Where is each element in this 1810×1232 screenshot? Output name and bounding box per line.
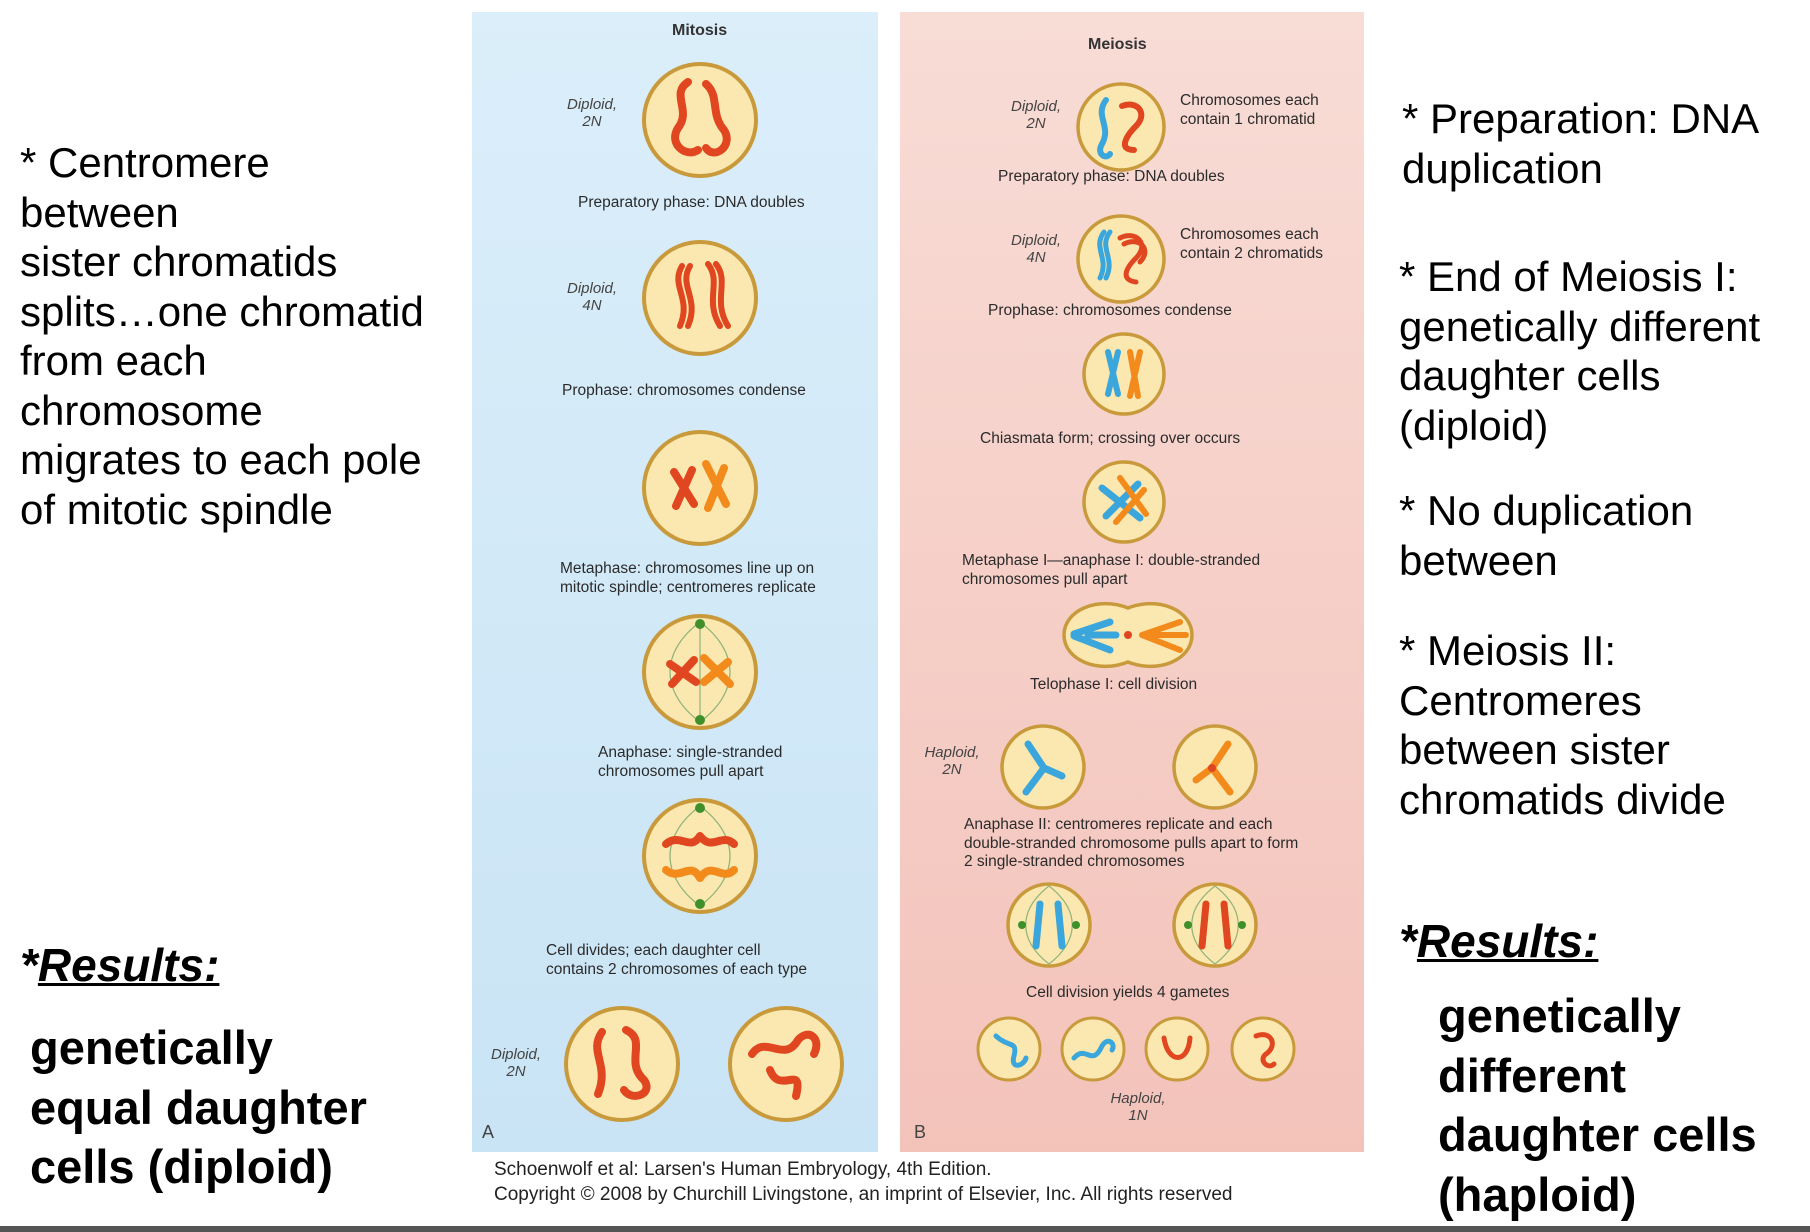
mitosis-ploidy-1: Diploid,2N [566,96,618,131]
left-result-line: equal daughter [30,1080,367,1134]
mitosis-corner-label: A [482,1122,495,1142]
meiosis-step-1: Preparatory phase: DNA doubles [998,168,1225,185]
meiosis-cell-telophase [1058,600,1198,670]
left-notes: * Centromere between sister chromatids s… [20,138,424,534]
meiosis-step-3: Chiasmata form; crossing over occurs [980,430,1241,447]
mitosis-title: Mitosis [672,22,728,39]
mitosis-step-1: Preparatory phase: DNA doubles [578,194,805,211]
mitosis-cell-condensed [640,428,760,548]
meiosis-cell-haploid-2 [1170,722,1260,812]
bottom-divider [0,1226,1810,1232]
mitosis-ploidy-2: Diploid,4N [566,280,618,315]
meiosis-cell-prophase [1080,330,1168,418]
left-note-line: migrates to each pole [20,436,422,484]
right-results-body: genetically different daughter cells (ha… [1438,986,1757,1225]
meiosis-corner-label: B [914,1122,927,1142]
credit-line-2: Copyright © 2008 by Churchill Livingston… [494,1183,1233,1205]
left-result-line: cells (diploid) [30,1140,333,1194]
left-results-body: genetically equal daughter cells (diploi… [30,1018,367,1197]
left-note-line: * Centromere [20,139,270,186]
right-note-meiosis-1: * End of Meiosis I: genetically differen… [1399,253,1761,449]
mitosis-daughter-cell-2 [726,1004,846,1124]
left-note-line: between [20,188,179,236]
right-note-no-duplication: * No duplication between [1399,487,1694,584]
mitosis-step-2: Prophase: chromosomes condense [562,382,806,399]
meiosis-step-5: Telophase I: cell division [1030,676,1198,693]
right-results-label: Results: [1416,915,1599,967]
right-result-line: genetically [1438,989,1681,1042]
meiosis-cell-haploid-1 [998,722,1088,812]
meiosis-ploidy-4: Haploid,1N [1110,1090,1166,1125]
meiosis-cell-start [1074,80,1168,174]
left-results-heading: *Results: [20,939,220,991]
meiosis-ploidy-3: Haploid,2N [924,744,980,779]
mitosis-panel [472,12,878,1152]
right-result-line: daughter cells [1438,1108,1757,1162]
mitosis-cell-metaphase [640,612,760,732]
meiosis-step-7: Cell division yields 4 gametes [1026,984,1230,1001]
mitosis-cell-anaphase [640,796,760,916]
meiosis-ploidy-2: Diploid,4N [1010,232,1062,267]
meiosis-cell-anaphase-2a [1004,880,1094,970]
meiosis-gamete-3 [1142,1014,1212,1084]
right-results-heading: *Results: [1399,915,1599,967]
left-note-line: from each [20,337,207,385]
meiosis-gamete-2 [1058,1014,1128,1084]
meiosis-gamete-1 [974,1014,1044,1084]
mitosis-cell-start [640,60,760,180]
meiosis-gamete-4 [1228,1014,1298,1084]
meiosis-panel [900,12,1364,1152]
mitosis-ploidy-3: Diploid,2N [490,1046,542,1081]
meiosis-step-2: Prophase: chromosomes condense [988,302,1232,319]
meiosis-ploidy-1: Diploid,2N [1010,98,1062,133]
left-note-line: of mitotic spindle [20,485,333,533]
right-note-meiosis-2: * Meiosis II: Centromeres between sister… [1399,627,1726,823]
source-credit: Schoenwolf et al: Larsen's Human Embryol… [494,1158,1232,1207]
left-results-label: Results: [37,939,220,991]
meiosis-cell-doubled [1074,212,1168,306]
meiosis-title: Meiosis [1088,36,1147,53]
left-note-line: splits…one chromatid [20,287,424,335]
meiosis-step-6: Anaphase II: centromeres replicate and e… [964,816,1299,871]
left-note-line: chromosome [20,386,263,434]
mitosis-cell-doubled [640,238,760,358]
meiosis-cell-anaphase-2b [1170,880,1260,970]
right-result-line: different [1438,1048,1626,1102]
left-result-line: genetically [30,1021,273,1074]
credit-line-1: Schoenwolf et al: Larsen's Human Embryol… [494,1159,992,1180]
meiosis-cell-chiasmata [1080,458,1168,546]
left-note-line: sister chromatids [20,238,338,286]
mitosis-daughter-cell-1 [562,1004,682,1124]
right-note-preparation: * Preparation: DNA duplication [1402,95,1760,192]
right-result-line: (haploid) [1438,1168,1637,1222]
